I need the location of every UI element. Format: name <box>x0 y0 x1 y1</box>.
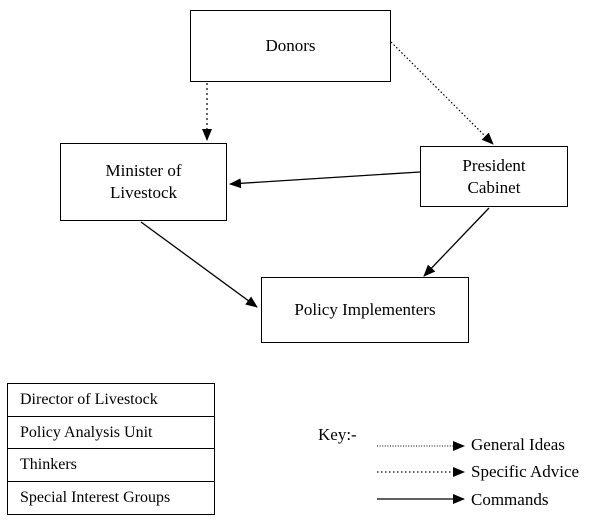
node-president-label-line-1: President <box>462 155 526 175</box>
node-minister-of-livestock: Minister of Livestock <box>60 143 227 221</box>
actors-table-row: Thinkers <box>8 449 214 482</box>
actors-table-row: Policy Analysis Unit <box>8 417 214 449</box>
key-title: Key:- <box>318 425 357 444</box>
actors-table-row: Director of Livestock <box>8 384 214 417</box>
arrow-minister-to-policy <box>140 221 258 308</box>
key-label-commands: Commands <box>471 490 549 509</box>
node-policy-implementers: Policy Implementers <box>261 277 469 343</box>
node-donors-label: Donors <box>265 36 316 55</box>
actors-table: Director of Livestock Policy Analysis Un… <box>7 383 215 515</box>
arrow-president-to-policy <box>423 207 490 277</box>
node-donors: Donors <box>190 10 391 82</box>
node-minister-label-line-2: Livestock <box>109 183 178 202</box>
actors-table-row: Special Interest Groups <box>20 488 171 506</box>
key-label-general-ideas: General Ideas <box>471 435 565 454</box>
arrow-donors-to-president <box>390 41 494 145</box>
arrow-president-to-minister <box>229 171 421 189</box>
node-president-cabinet: President Cabinet <box>420 146 568 207</box>
node-president-label-line-2: Cabinet <box>467 177 521 197</box>
node-policy-label: Policy Implementers <box>294 300 436 319</box>
key-label-specific-advice: Specific Advice <box>471 462 580 481</box>
node-minister-label-line-1: Minister of <box>105 161 182 180</box>
